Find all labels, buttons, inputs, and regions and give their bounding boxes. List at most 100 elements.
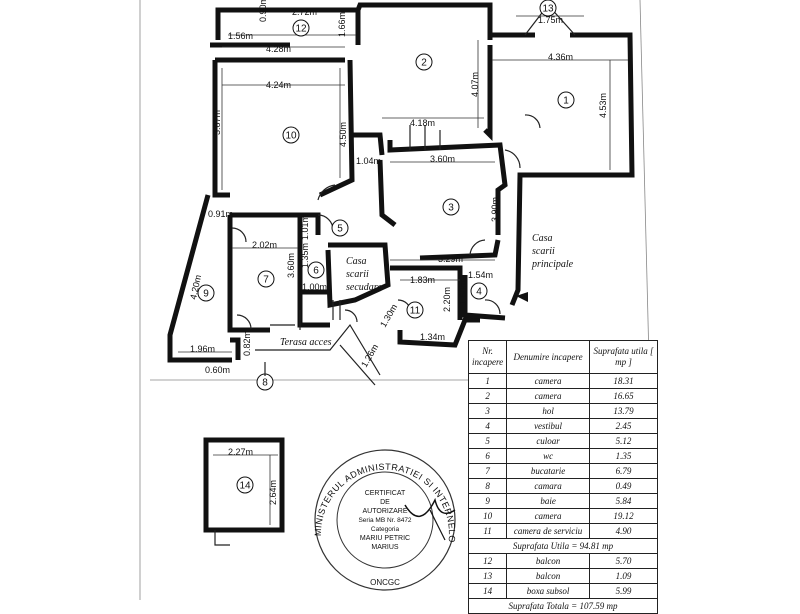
door-room-9: [236, 314, 252, 330]
cell-name: camera de serviciu: [506, 523, 590, 539]
dim-202: 2.02m: [252, 240, 277, 250]
dim-101: 1.01m: [300, 215, 310, 240]
dim-082: 0.82m: [242, 331, 252, 356]
room-circle-4: [470, 282, 488, 300]
cell-area: 13.79: [588, 403, 659, 419]
cell-nr: 7: [467, 463, 508, 479]
wall-room-10-left: [212, 60, 230, 198]
cell-area: 6.79: [588, 463, 659, 479]
wall-room-2-right: [483, 45, 493, 142]
subtotal-utila: Suprafata Utila = 94.81 mp: [468, 538, 658, 554]
room-number-7: 7: [263, 275, 269, 286]
room-number-6: 6: [313, 266, 319, 277]
cell-nr: 4: [467, 418, 508, 434]
room-circle-11: [406, 301, 424, 319]
cell-area: 5.12: [588, 433, 659, 449]
dim-220: 2.20m: [442, 287, 452, 312]
dim-r10-h2: 4.50m: [338, 122, 348, 147]
entry-arrow-icon: [516, 292, 528, 302]
room-number-12: 12: [295, 24, 307, 35]
room-number-11: 11: [410, 306, 421, 317]
cell-nr: 2: [467, 388, 508, 404]
dim-r12-side: 0.90m: [258, 0, 268, 22]
cell-nr: 12: [467, 553, 508, 569]
door-room-13: [524, 114, 541, 129]
room-circle-12: [292, 19, 310, 37]
dim-r13-w: 1.75m: [538, 15, 563, 25]
door-room-1: [504, 149, 521, 169]
room-number-5: 5: [337, 224, 343, 235]
cell-name: vestibul: [506, 418, 590, 434]
wall-room-3: [387, 140, 508, 235]
dim-r12-h: 1.66m: [337, 12, 347, 37]
header-denumire: Denumire incapere: [506, 340, 590, 374]
dimension-lines: [178, 15, 628, 525]
cell-nr: 8: [467, 478, 508, 494]
door-room-14: [214, 530, 230, 546]
room-circle-3: [442, 198, 460, 216]
dim-r10-h: 3.87m: [212, 110, 222, 135]
cell-area: 1.35: [588, 448, 659, 464]
wall-balcony-12: [215, 7, 361, 45]
dim-135: 1.35m: [300, 243, 310, 268]
door-room-10: [317, 184, 336, 201]
wall-room-11-top: [390, 265, 463, 320]
room-number-14: 14: [239, 481, 251, 492]
cell-area: 18.31: [588, 373, 659, 389]
room-circle-1: [557, 91, 575, 109]
dim-196: 1.96m: [190, 344, 215, 354]
dim-134: 1.34m: [420, 332, 445, 342]
room-circle-7: [257, 270, 275, 288]
stamp-line-3: AUTORIZARE: [363, 508, 408, 515]
signature-scribble: [404, 497, 456, 517]
label-secondary-stairs-2: scarii: [346, 269, 369, 280]
cell-nr: 13: [467, 568, 508, 584]
header-suprafata: Suprafata utila [ mp ]: [588, 340, 659, 374]
cell-name: culoar: [506, 433, 590, 449]
stamp-line-1: CERTIFICAT: [365, 490, 406, 497]
cell-name: camara: [506, 478, 590, 494]
cell-name: boxa subsol: [506, 583, 590, 599]
wall-hall-right: [509, 172, 560, 306]
cell-nr: 14: [467, 583, 508, 599]
area-labels: Casa scarii principale Casa scarii secud…: [280, 233, 574, 348]
room-circle-5: [331, 219, 349, 237]
dim-r14-w: 2.27m: [228, 447, 253, 457]
area-table: Nr. incapere Denumire incapere Suprafata…: [467, 340, 659, 614]
signature-stroke: [429, 509, 446, 541]
room-number-13: 13: [542, 4, 554, 15]
door-room-4: [484, 299, 501, 315]
dim-390: 3.90m: [490, 197, 500, 222]
dim-160: 1.60m: [458, 280, 468, 305]
room-circle-2: [415, 53, 433, 71]
dim-r12-bottom: 1.56m: [228, 31, 253, 41]
room-number-3: 3: [448, 203, 454, 214]
dim-183: 1.83m: [410, 275, 435, 285]
dim-104: 1.04m: [356, 156, 381, 166]
stamp-bottom-text: ONCGC: [370, 578, 400, 587]
dim-329: 3.29m: [438, 254, 463, 264]
stamp-line-4: Seria MB Nr. 8472: [358, 517, 411, 524]
dim-r1-h: 4.53m: [598, 93, 608, 118]
room-number-9: 9: [203, 289, 209, 300]
dim-418: 4.18m: [410, 118, 435, 128]
header-nr: Nr. incapere: [467, 340, 508, 374]
cell-name: baie: [506, 493, 590, 509]
label-secondary-stairs-1: Casa: [346, 256, 367, 267]
cell-name: bucatarie: [506, 463, 590, 479]
door-room-2-3: [409, 125, 441, 150]
cell-area: 19.12: [588, 508, 659, 524]
door-room-3: [469, 239, 486, 256]
table-header-row: Nr. incapere Denumire incapere Suprafata…: [467, 340, 659, 374]
wall-room-7-left: [227, 215, 270, 333]
